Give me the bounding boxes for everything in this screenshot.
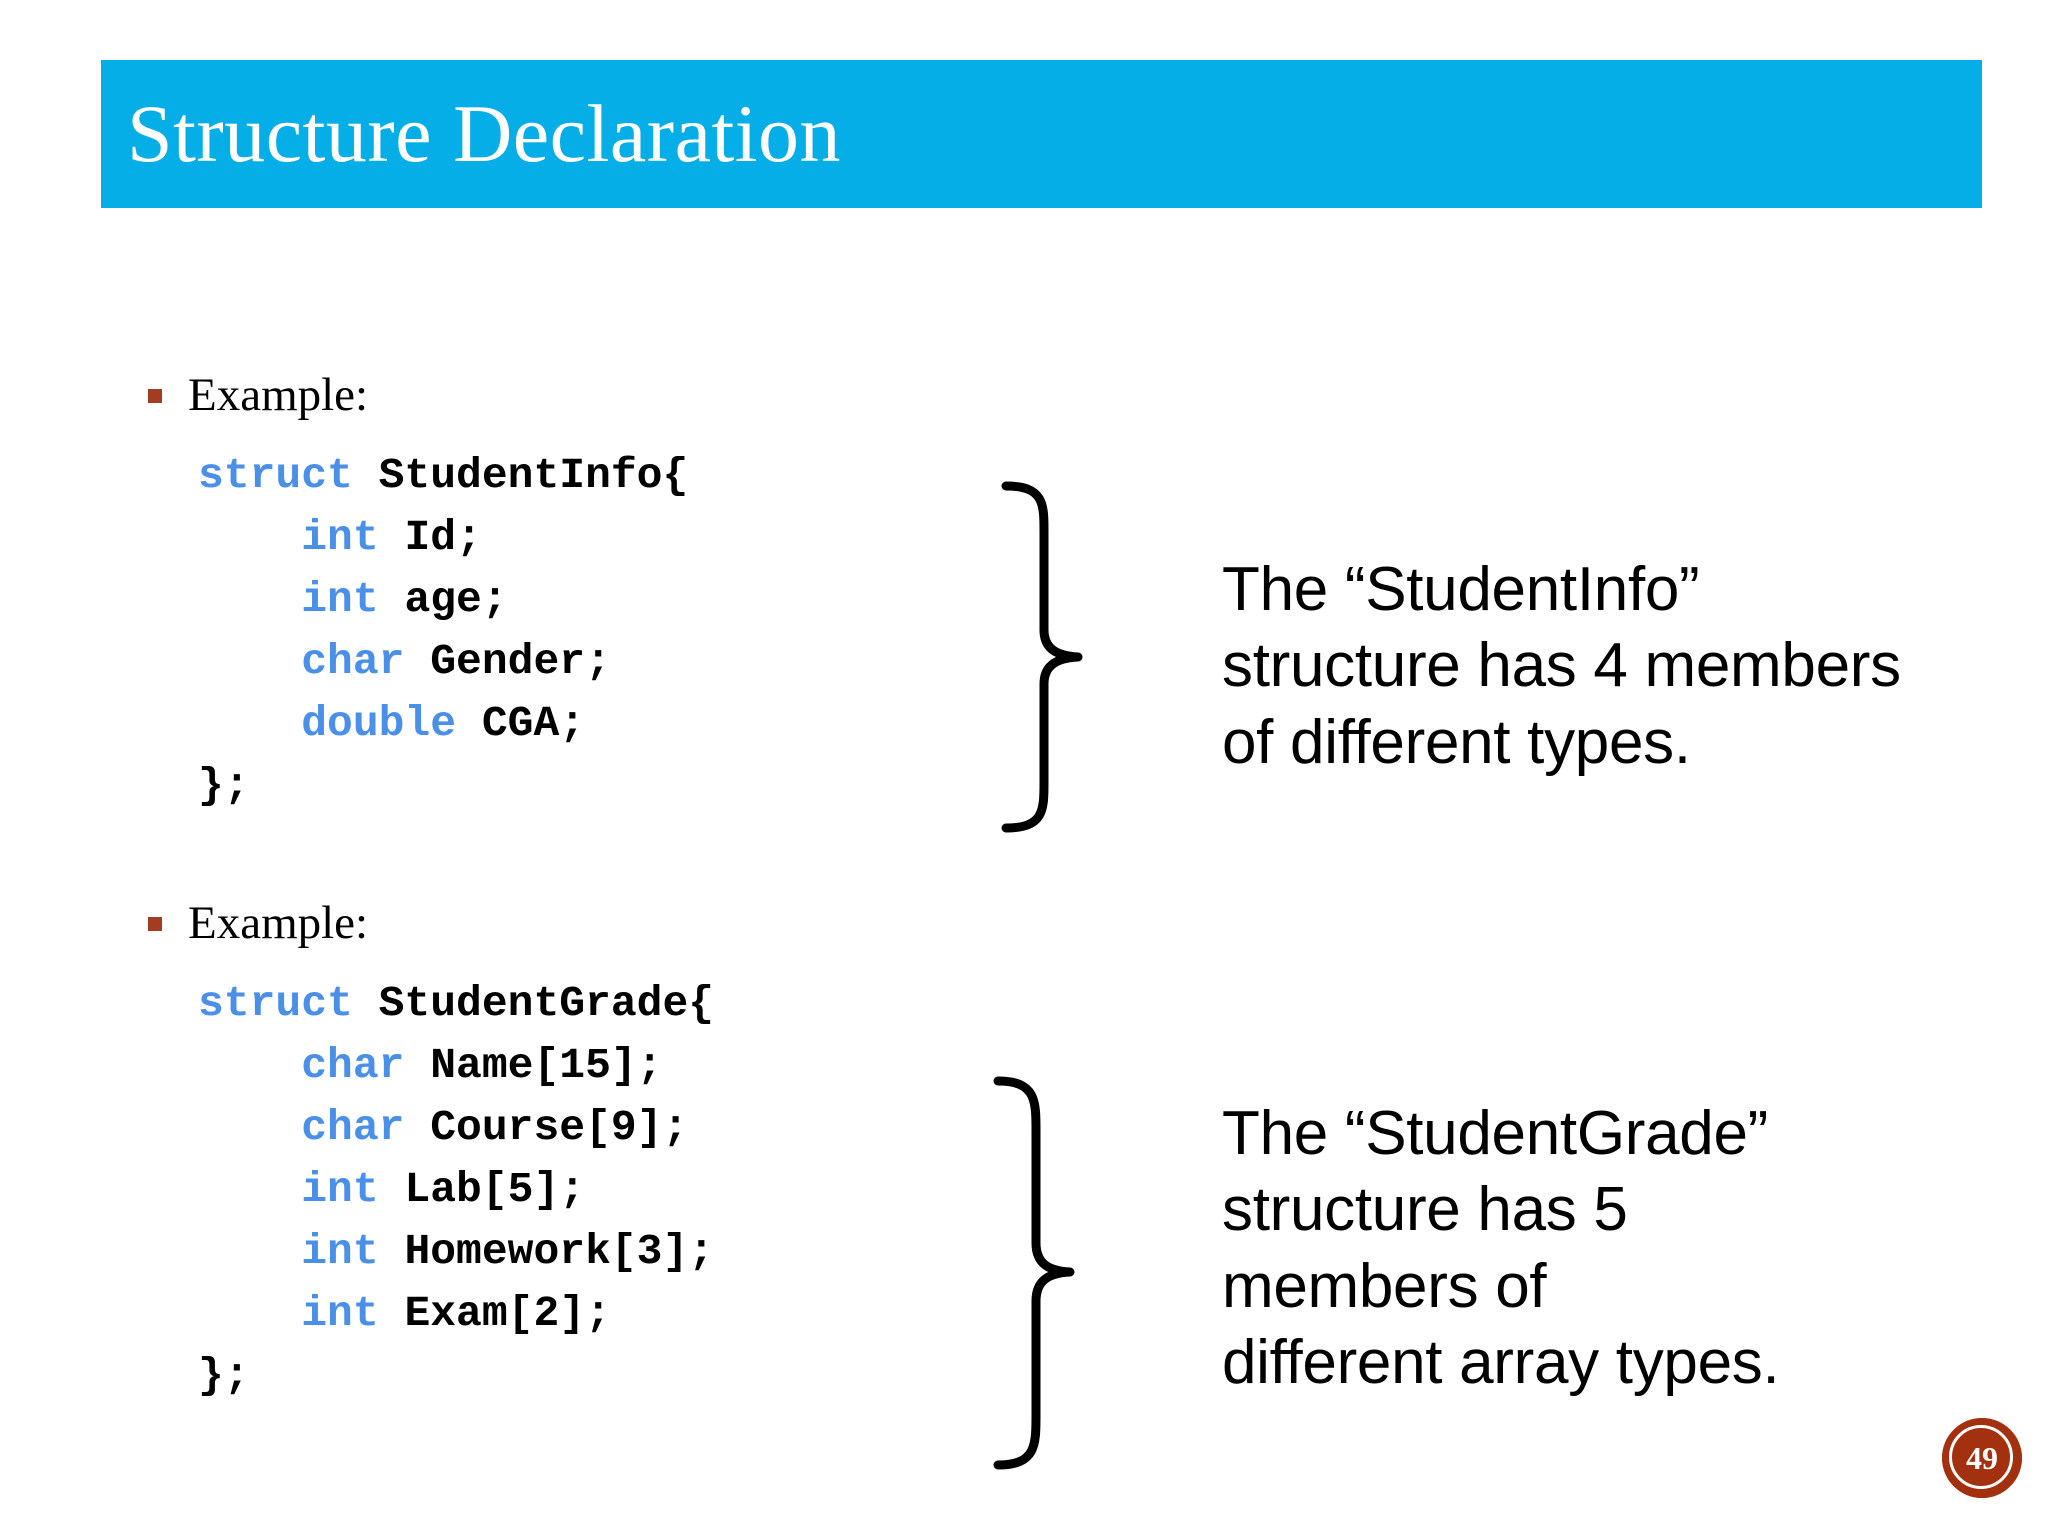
code-line: double CGA; (198, 693, 688, 755)
code-line: struct StudentGrade{ (198, 973, 714, 1035)
code-line: char Gender; (198, 631, 688, 693)
code-text: Id; (378, 513, 482, 562)
code-text: Gender; (404, 637, 611, 686)
annotation-line: structure has 4 members (1222, 631, 1901, 701)
annotation-line: members of (1222, 1251, 1547, 1321)
code-keyword: int (301, 1165, 379, 1214)
page-number-badge: 49 (1942, 1418, 2022, 1498)
code-line: char Course[9]; (198, 1097, 714, 1159)
code-keyword: double (301, 699, 457, 748)
code-text: Course[9]; (404, 1103, 689, 1152)
code-keyword: char (301, 637, 405, 686)
bullet-example-2: Example: (148, 900, 368, 947)
code-text: }; (198, 761, 250, 810)
bullet-label: Example: (188, 897, 369, 949)
code-line: }; (198, 755, 688, 817)
code-line: int age; (198, 569, 688, 631)
annotation-line: The “StudentGrade” (1222, 1099, 1769, 1168)
curly-brace-2 (993, 1076, 1075, 1470)
code-keyword: int (301, 513, 379, 562)
annotation-line: structure has 5 (1222, 1175, 1628, 1245)
bullet-label: Example: (188, 369, 369, 421)
code-line: char Name[15]; (198, 1035, 714, 1097)
code-keyword: struct (198, 979, 353, 1028)
code-keyword: struct (198, 451, 353, 500)
annotation-line: of different types. (1222, 707, 1691, 777)
code-keyword: int (301, 575, 379, 624)
code-line: int Homework[3]; (198, 1221, 714, 1283)
code-text: CGA; (456, 699, 586, 748)
code-text: Lab[5]; (378, 1165, 586, 1214)
code-text: Exam[2]; (378, 1289, 611, 1338)
code-text: StudentGrade{ (352, 979, 715, 1028)
code-block-studentinfo: struct StudentInfo{ int Id; int age; cha… (198, 445, 688, 817)
page-number: 49 (1966, 1440, 1998, 1476)
code-line: int Lab[5]; (198, 1159, 714, 1221)
annotation-studentinfo: The “StudentInfo” structure has 4 members… (1222, 552, 1901, 781)
code-text: StudentInfo{ (352, 451, 689, 500)
code-keyword: int (301, 1227, 379, 1276)
annotation-line: The “StudentInfo” (1222, 555, 1700, 624)
code-keyword: char (301, 1041, 405, 1090)
code-line: int Exam[2]; (198, 1283, 714, 1345)
page-title: Structure Declaration (127, 88, 842, 179)
code-line: int Id; (198, 507, 688, 569)
curly-brace-1 (1001, 481, 1083, 833)
code-text: age; (378, 575, 508, 624)
code-line: }; (198, 1345, 714, 1407)
code-keyword: char (301, 1103, 405, 1152)
square-bullet-icon (148, 388, 162, 403)
code-text: }; (198, 1351, 250, 1400)
bullet-example-1: Example: (148, 372, 368, 419)
title-banner (101, 60, 1982, 208)
code-block-studentgrade: struct StudentGrade{ char Name[15]; char… (198, 973, 714, 1407)
code-keyword: int (301, 1289, 379, 1338)
code-line: struct StudentInfo{ (198, 445, 688, 507)
code-text: Name[15]; (404, 1041, 663, 1090)
annotation-line: different array types. (1222, 1327, 1780, 1397)
square-bullet-icon (148, 916, 162, 931)
code-text: Homework[3]; (378, 1227, 715, 1276)
